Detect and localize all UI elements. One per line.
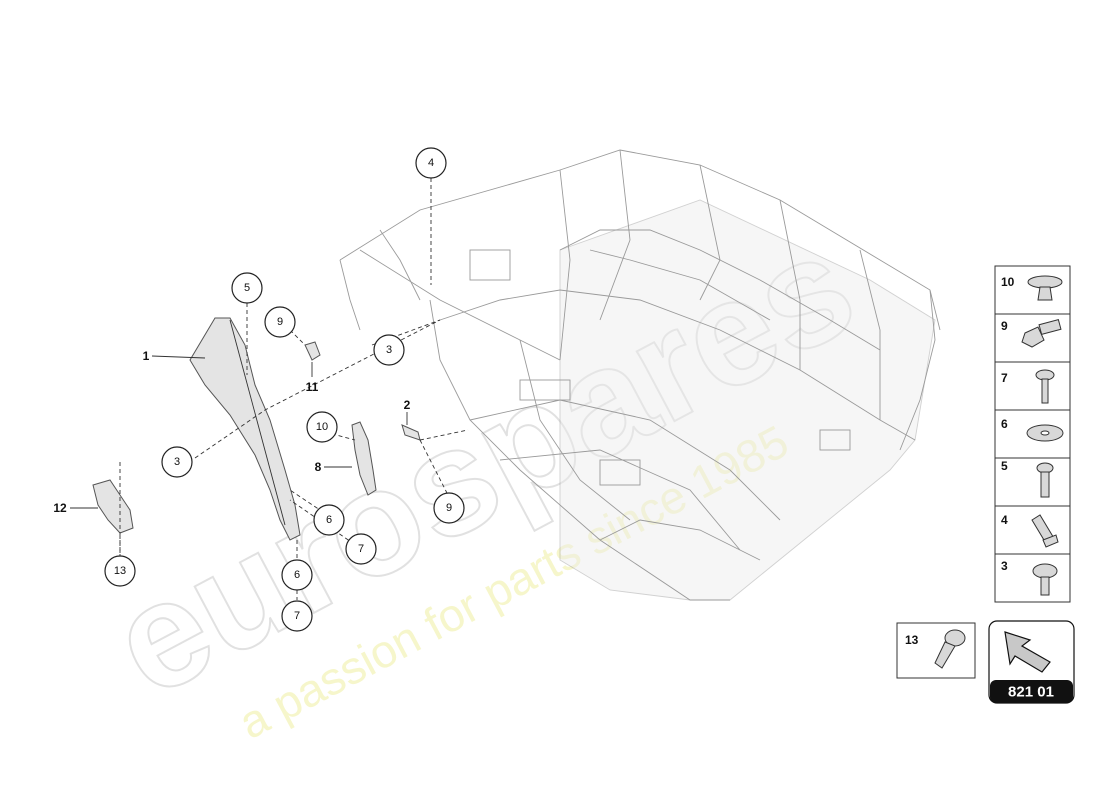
rivet-icon	[934, 629, 966, 669]
callout-3-left: 3	[161, 446, 193, 478]
callout-3-mid: 3	[373, 334, 405, 366]
callout-6-a: 6	[313, 504, 345, 536]
legend-label-4: 4	[1001, 513, 1008, 527]
legend-label-9: 9	[1001, 319, 1008, 333]
label-11: 11	[306, 380, 319, 394]
callout-9-right: 9	[433, 492, 465, 524]
svg-text:9: 9	[446, 502, 452, 514]
callout-6-b: 6	[281, 559, 313, 591]
svg-text:7: 7	[358, 543, 364, 555]
torx-screw-icon	[1035, 369, 1055, 404]
trim-strip-part-8	[351, 421, 377, 496]
legend-label-7: 7	[1001, 371, 1008, 385]
legend-label-5: 5	[1001, 459, 1008, 473]
callout-4: 4	[415, 147, 447, 179]
washer-icon	[1026, 424, 1064, 442]
body-frame	[339, 149, 941, 601]
arrow-icon	[1004, 631, 1051, 673]
svg-text:4: 4	[428, 157, 434, 169]
svg-text:13: 13	[114, 565, 126, 577]
legend-label-6: 6	[1001, 417, 1008, 431]
clip-icon	[1027, 275, 1063, 301]
legend-label-3: 3	[1001, 559, 1008, 573]
callout-10: 10	[306, 411, 338, 443]
legend-label-13: 13	[905, 633, 919, 647]
label-12: 12	[53, 501, 67, 515]
svg-text:6: 6	[294, 569, 300, 581]
callout-7-a: 7	[345, 533, 377, 565]
flange-screw-icon	[1032, 563, 1058, 596]
clip-part-11	[304, 341, 321, 361]
leader-lines	[119, 178, 469, 600]
callout-7-b: 7	[281, 600, 313, 632]
svg-text:3: 3	[174, 456, 180, 468]
diagram-code-box: 821 01	[988, 620, 1075, 704]
label-8: 8	[315, 460, 322, 474]
svg-text:5: 5	[244, 282, 250, 294]
expansion-nut-icon	[1031, 514, 1059, 548]
svg-text:9: 9	[277, 316, 283, 328]
svg-text:6: 6	[326, 514, 332, 526]
label-2: 2	[404, 398, 411, 412]
svg-text:3: 3	[386, 344, 392, 356]
label-1: 1	[143, 349, 150, 363]
bracket-part-12	[92, 479, 134, 534]
legend-label-10: 10	[1001, 275, 1015, 289]
callout-9-left: 9	[264, 306, 296, 338]
rivet-legend-box: 13	[896, 622, 976, 679]
diagram-code: 821 01	[1008, 684, 1054, 701]
callout-5: 5	[231, 272, 263, 304]
fastener-legend: 10 9 7 6 5 4	[994, 265, 1071, 603]
svg-text:7: 7	[294, 610, 300, 622]
wheel-arch-trim	[189, 317, 301, 541]
bolt-icon	[1036, 462, 1054, 498]
hex-bolt-icon	[1021, 318, 1062, 348]
svg-text:10: 10	[316, 421, 328, 433]
callout-13: 13	[104, 555, 136, 587]
